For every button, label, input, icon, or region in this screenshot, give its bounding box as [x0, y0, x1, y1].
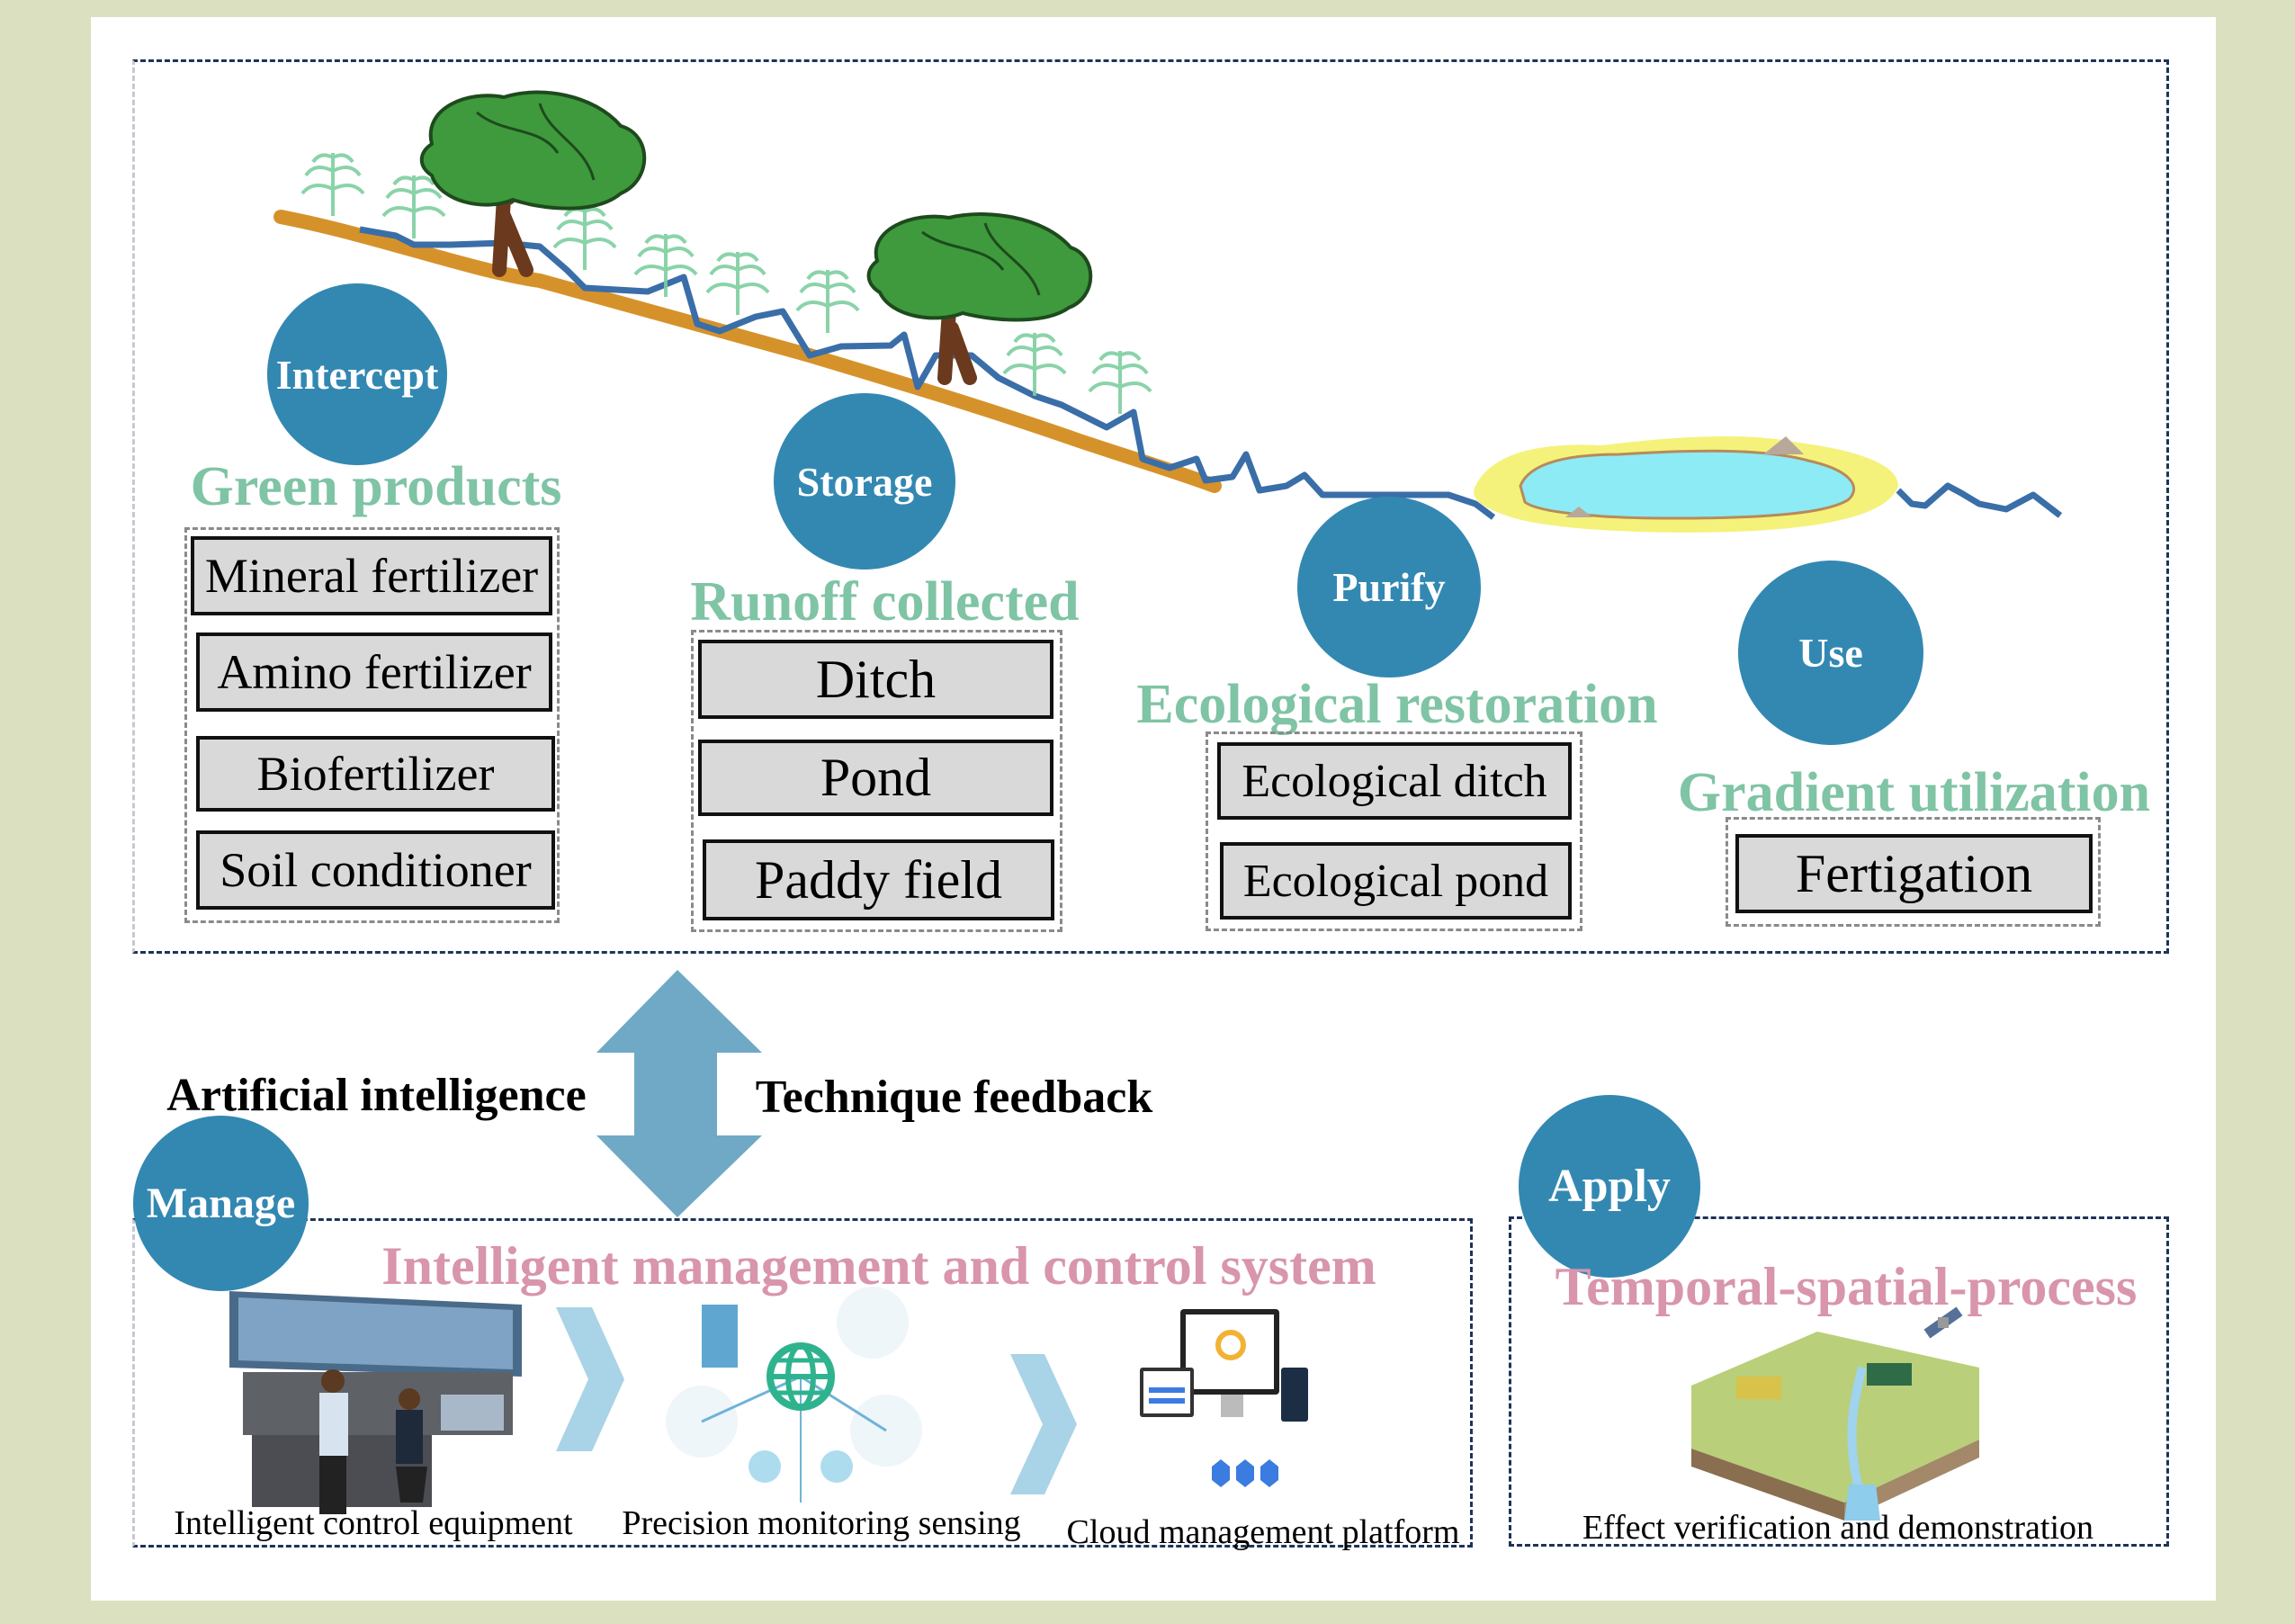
runoff-stream-icon — [359, 226, 1496, 520]
sensor-network-illustration-icon — [666, 1287, 922, 1503]
manage-region — [132, 1218, 1473, 1548]
stage-items-group — [184, 527, 560, 923]
item-ecological-pond: Ecological pond — [1220, 842, 1572, 920]
label-artificial-intelligence: Artificial intelligence — [166, 1070, 587, 1121]
item-ecological-ditch: Ecological ditch — [1217, 742, 1572, 820]
caption-cloud-management-platform: Cloud management platform — [1066, 1513, 1460, 1551]
manage-heading: Intelligent management and control syste… — [381, 1236, 1376, 1296]
item-pond: Pond — [698, 740, 1053, 816]
stage-heading-runoff-collected: Runoff collected — [690, 571, 1080, 633]
item-paddy-field: Paddy field — [703, 839, 1054, 920]
apply-region — [1509, 1216, 2169, 1547]
chevron-right-icon — [556, 1307, 624, 1451]
stage-heading-green-products: Green products — [190, 456, 562, 517]
item-soil-conditioner: Soil conditioner — [196, 830, 555, 910]
watershed-illustration-icon — [1691, 1306, 1979, 1521]
cloud-platform-illustration-icon — [1140, 1309, 1308, 1487]
item-mineral-fertilizer: Mineral fertilizer — [191, 536, 552, 615]
caption-effect-verification: Effect verification and demonstration — [1582, 1509, 2094, 1547]
stage-heading-gradient-utilization: Gradient utilization — [1677, 762, 2151, 823]
crop-plants-icon — [300, 153, 1152, 414]
control-room-illustration-icon — [229, 1291, 522, 1514]
stage-circle-intercept: Intercept — [267, 283, 447, 465]
stage-heading-ecological-restoration: Ecological restoration — [1136, 674, 1658, 735]
caption-intelligent-control-equipment: Intelligent control equipment — [174, 1504, 573, 1542]
stage-items-group — [691, 630, 1062, 932]
chevron-right-icon — [1010, 1354, 1077, 1494]
apply-heading: Temporal-spatial-process — [1555, 1257, 2138, 1316]
item-amino-fertilizer: Amino fertilizer — [196, 633, 552, 712]
caption-precision-monitoring-sensing: Precision monitoring sensing — [622, 1504, 1021, 1542]
label-technique-feedback: Technique feedback — [755, 1072, 1153, 1123]
slope-icon — [273, 210, 1222, 493]
stage-items-group — [1206, 731, 1582, 931]
stage-circle-purify: Purify — [1297, 497, 1481, 677]
pond-icon — [1474, 435, 1898, 533]
stage-circle-apply: Apply — [1519, 1095, 1700, 1278]
item-ditch: Ditch — [698, 640, 1053, 719]
stage-circle-manage: Manage — [133, 1116, 309, 1291]
stage-circle-use: Use — [1738, 561, 1923, 745]
stage-circle-storage: Storage — [774, 393, 955, 570]
tree-icon — [866, 212, 1093, 385]
stage-items-group — [1726, 817, 2101, 927]
item-biofertilizer: Biofertilizer — [196, 736, 555, 812]
item-fertigation: Fertigation — [1735, 834, 2093, 913]
process-region — [132, 59, 2169, 954]
landscape-illustration — [273, 90, 2063, 533]
tree-icon — [419, 90, 647, 277]
